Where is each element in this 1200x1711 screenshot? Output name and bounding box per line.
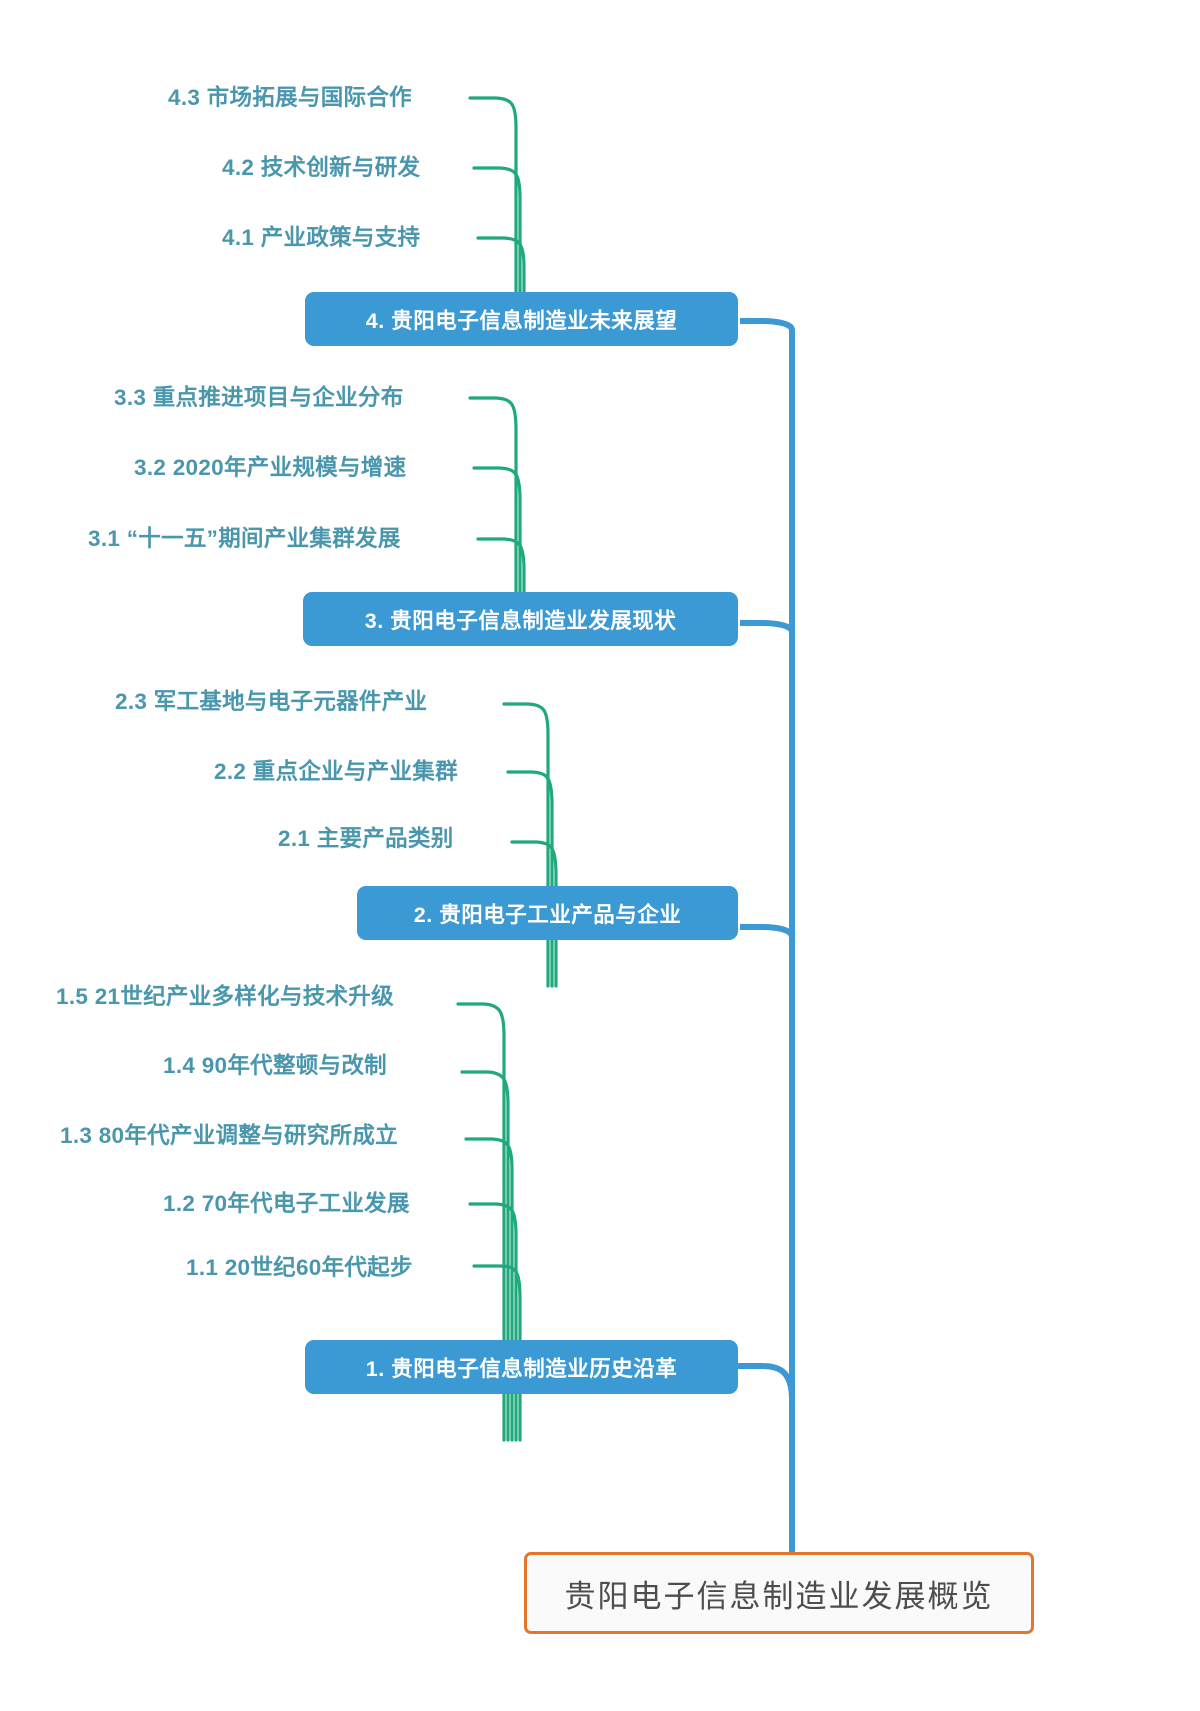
leaf-2-3[interactable]: 2.3 军工基地与电子元器件产业: [115, 689, 428, 714]
branch-node-3[interactable]: 3. 贵阳电子信息制造业发展现状: [303, 592, 738, 646]
leaf-3-3[interactable]: 3.3 重点推进项目与企业分布: [114, 385, 404, 410]
leaf-1-2[interactable]: 1.2 70年代电子工业发展: [163, 1191, 410, 1216]
leaf-4-1[interactable]: 4.1 产业政策与支持: [222, 225, 421, 250]
leaf-2-1[interactable]: 2.1 主要产品类别: [278, 826, 454, 851]
branch-node-1[interactable]: 1. 贵阳电子信息制造业历史沿革: [305, 1340, 738, 1394]
root-node[interactable]: 贵阳电子信息制造业发展概览: [524, 1552, 1034, 1634]
leaf-4-3[interactable]: 4.3 市场拓展与国际合作: [168, 85, 412, 110]
leaf-1-5[interactable]: 1.5 21世纪产业多样化与技术升级: [56, 984, 394, 1009]
leaf-3-1[interactable]: 3.1 “十一五”期间产业集群发展: [88, 526, 401, 551]
leaf-3-2[interactable]: 3.2 2020年产业规模与增速: [134, 455, 407, 480]
leaf-1-3[interactable]: 1.3 80年代产业调整与研究所成立: [60, 1123, 398, 1148]
leaf-1-4[interactable]: 1.4 90年代整顿与改制: [163, 1053, 387, 1078]
leaf-1-1[interactable]: 1.1 20世纪60年代起步: [186, 1255, 413, 1280]
branch-node-2[interactable]: 2. 贵阳电子工业产品与企业: [357, 886, 738, 940]
leaf-4-2[interactable]: 4.2 技术创新与研发: [222, 155, 421, 180]
branch-node-4[interactable]: 4. 贵阳电子信息制造业未来展望: [305, 292, 738, 346]
leaf-2-2[interactable]: 2.2 重点企业与产业集群: [214, 759, 458, 784]
